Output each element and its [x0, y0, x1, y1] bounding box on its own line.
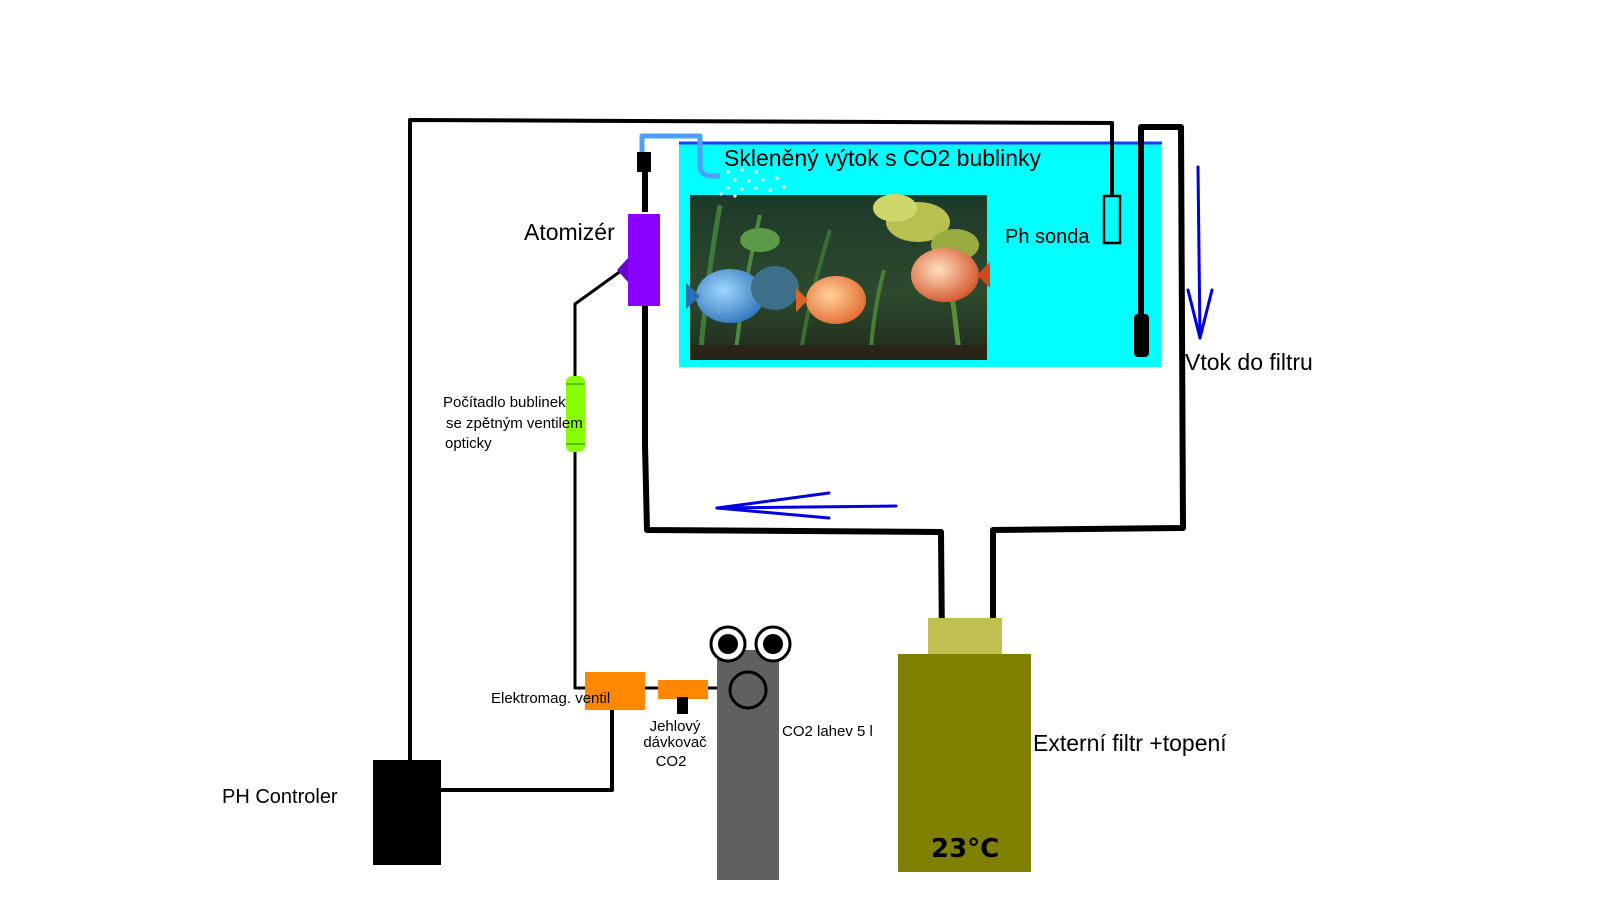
filter-temperature: 23°C	[931, 834, 999, 864]
needle-valve-label-1: Jehlový	[650, 718, 701, 735]
glass-outlet-pipe	[639, 133, 720, 179]
ph-controller-label: PH Controler	[222, 786, 338, 808]
bubble-counter	[566, 376, 585, 452]
regulator-knob	[728, 670, 768, 710]
intake-strainer	[1134, 314, 1149, 357]
needle-valve-label-2: dávkovač	[643, 734, 707, 751]
external-filter	[898, 618, 1031, 872]
bubble-counter-label-1: Počítadlo bublinek	[443, 394, 566, 411]
external-filter-label: Externí filtr +topení	[1033, 730, 1227, 756]
ph-controller	[373, 760, 441, 865]
bubble-counter-label-3: opticky	[445, 435, 492, 452]
filter-return-tube	[642, 300, 945, 648]
return-flow-arrow	[715, 491, 898, 520]
ph-probe	[1102, 194, 1122, 245]
co2-gas-line	[573, 266, 626, 376]
filter-inflow-label: Vtok do filtru	[1185, 349, 1313, 375]
intake-flow-arrow	[1186, 165, 1214, 340]
bubble-counter-label-2: se zpětným ventilem	[446, 415, 583, 432]
controller-to-probe-cable	[408, 118, 1114, 760]
co2-bottle	[709, 625, 792, 880]
atomizer-label: Atomizér	[524, 219, 615, 245]
outlet-label: Skleněný výtok s CO2 bublinky	[724, 145, 1042, 171]
controller-to-valve-cable	[440, 708, 614, 792]
filter-intake-tube	[990, 124, 1186, 647]
solenoid-valve-label: Elektromag. ventil	[491, 690, 610, 707]
atomizer	[617, 214, 660, 306]
ph-probe-label: Ph sonda	[1005, 226, 1090, 248]
aquarium-fish-photo	[686, 194, 990, 361]
solenoid-valve	[585, 672, 645, 710]
needle-valve-label-3: CO2	[656, 753, 687, 770]
co2-bottle-label: CO2 lahev 5 l	[782, 723, 873, 740]
co2-bubbles	[719, 168, 786, 198]
tubing	[408, 118, 1186, 792]
outlet-fitting	[637, 152, 651, 172]
needle-valve	[658, 680, 708, 714]
